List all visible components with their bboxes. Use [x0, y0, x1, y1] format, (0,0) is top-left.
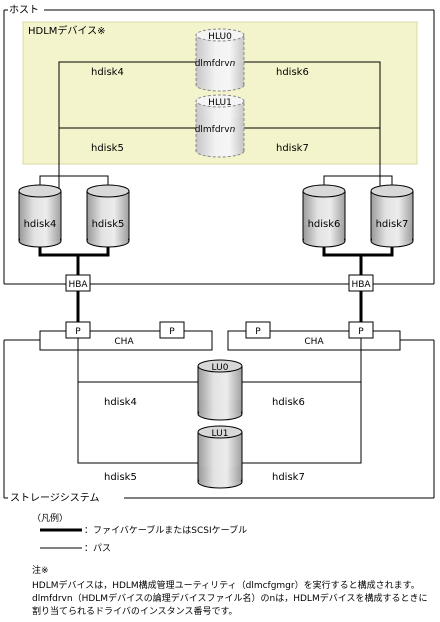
note-title: 注※	[32, 564, 49, 576]
svg-text:CHA: CHA	[114, 337, 134, 347]
lower-path-label-right-bottom: hdisk7	[272, 472, 305, 483]
lower-path-label-left-bottom: hdisk5	[104, 472, 137, 483]
port-2: P	[159, 321, 185, 339]
hba-left: HBA	[65, 274, 91, 292]
lu0-label: LU0	[212, 363, 229, 373]
host-disk-hdisk7: hdisk7	[370, 184, 414, 248]
upper-path-label-left-top: hdisk4	[91, 67, 124, 78]
upper-path-label-right-top: hdisk6	[276, 67, 309, 78]
host-label: ホスト	[9, 4, 39, 16]
svg-text:P: P	[75, 327, 81, 337]
hdlm-device-label: HDLMデバイス※	[28, 24, 106, 37]
svg-text:P: P	[169, 327, 175, 337]
host-disk-label: hdisk7	[376, 219, 409, 230]
lu1-cylinder: LU1	[197, 425, 243, 489]
host-disk-hdisk5: hdisk5	[86, 184, 130, 248]
host-disk-hdisk6: hdisk6	[302, 184, 346, 248]
lu1-label: LU1	[212, 429, 229, 439]
hlu1-cylinder: HLU1 dlmfdrvn	[195, 94, 245, 158]
upper-path-label-right-bottom: hdisk7	[276, 143, 309, 154]
storage-label: ストレージシステム	[10, 492, 100, 504]
host-disk-label: hdisk6	[308, 219, 341, 230]
svg-text:HBA: HBA	[351, 280, 371, 290]
lu0-cylinder: LU0	[197, 359, 243, 421]
note-body: HDLMデバイスは，HDLM構成管理ユーティリティ（dlmcfgmgr）を実行す…	[32, 581, 428, 617]
hlu0-cylinder: HLU0 dlmfdrvn	[195, 28, 245, 92]
storage-boundary: ストレージシステム	[3, 339, 435, 504]
host-disk-hdisk4: hdisk4	[18, 184, 62, 248]
hlu1-device: dlmfdrvn	[195, 125, 236, 135]
legend-thick-label: ：ファイバケーブルまたはSCSIケーブル	[84, 524, 247, 536]
host-disk-label: hdisk5	[92, 219, 125, 230]
legend-title: （凡例）	[32, 512, 68, 524]
lower-path-label-right-top: hdisk6	[272, 397, 305, 408]
svg-text:P: P	[358, 327, 364, 337]
upper-path-label-left-bottom: hdisk5	[91, 143, 124, 154]
host-disk-label: hdisk4	[24, 219, 57, 230]
port-4: P	[348, 321, 374, 339]
hba-right: HBA	[348, 274, 374, 292]
disk-connectors	[39, 175, 393, 185]
svg-text:P: P	[255, 327, 261, 337]
svg-text:CHA: CHA	[304, 337, 324, 347]
svg-text:HBA: HBA	[68, 280, 88, 290]
hlu0-label: HLU0	[208, 32, 232, 42]
fiber-cables	[38, 247, 394, 322]
hlu1-label: HLU1	[208, 98, 232, 108]
legend-thin-label: ：パス	[84, 543, 111, 554]
port-1: P	[65, 321, 91, 339]
port-3: P	[245, 321, 271, 339]
lower-path-label-left-top: hdisk4	[104, 397, 137, 408]
hlu0-device: dlmfdrvn	[195, 59, 236, 69]
